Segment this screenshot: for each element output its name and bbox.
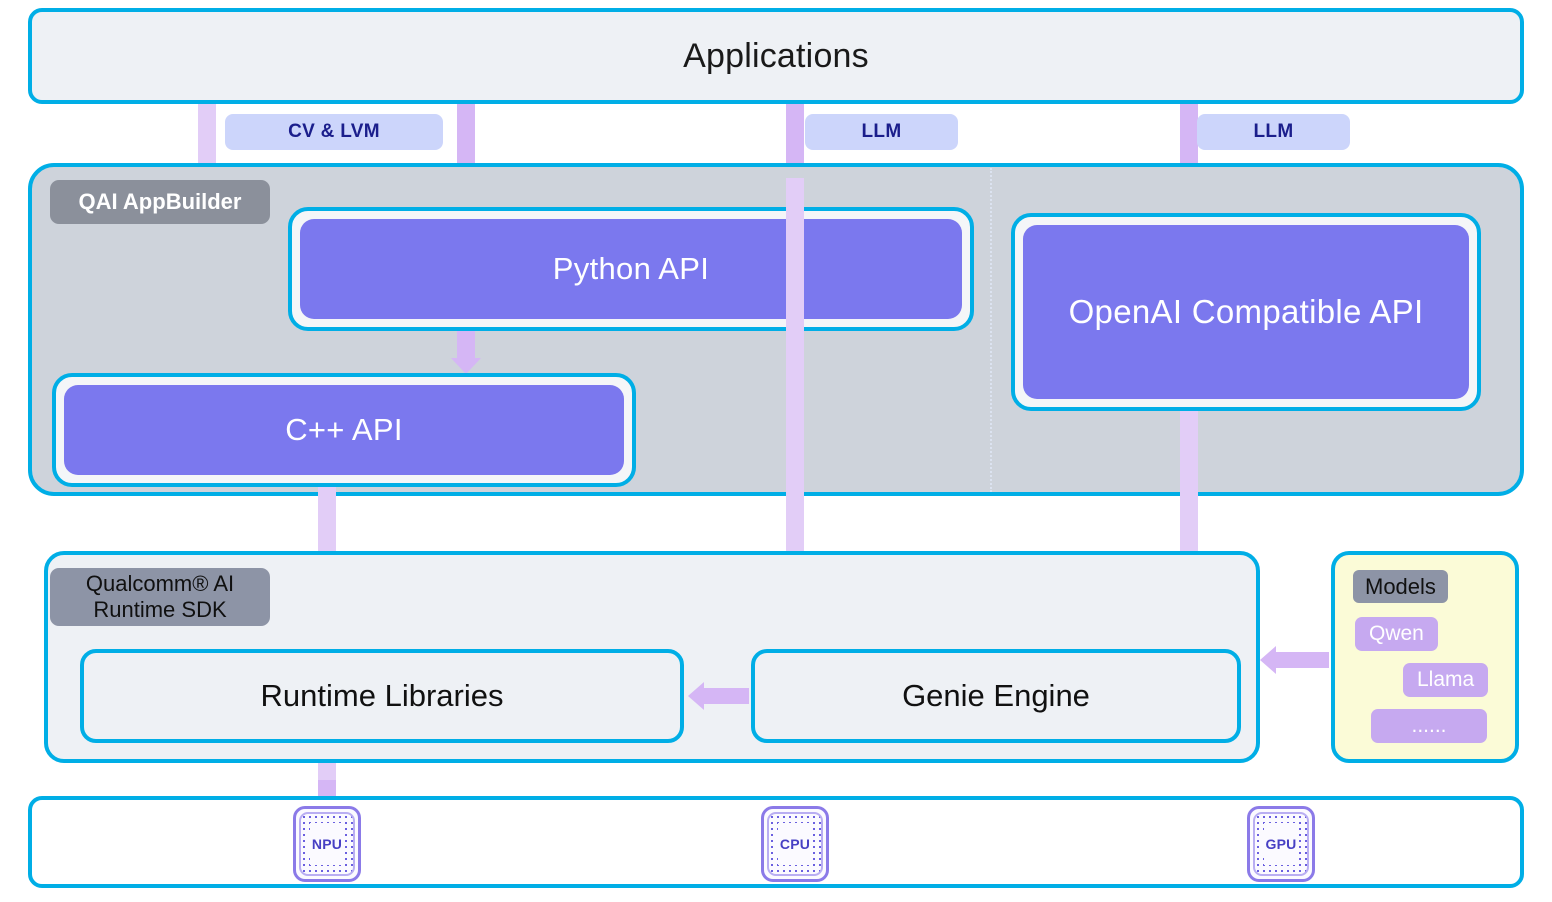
model-chip-llama-label: Llama [1417,668,1475,691]
runtime-sdk-section-label-line2: Runtime SDK [93,597,227,622]
appbuilder-panel-divider [990,168,992,492]
applications-label: Applications [683,36,869,75]
openai-compatible-api-box[interactable]: OpenAI Compatible API [1011,213,1481,411]
python-api-box[interactable]: Python API [288,207,974,331]
python-api-label: Python API [552,251,710,286]
qai-appbuilder-section-label-text: QAI AppBuilder [78,189,242,215]
tag-llm-python: LLM [805,114,958,150]
cpp-api-label: C++ API [285,412,403,447]
openai-compatible-api-core: OpenAI Compatible API [1023,225,1469,399]
runtime-sdk-section-label-line1: Qualcomm® AI [85,571,235,597]
cpp-api-box[interactable]: C++ API [52,373,636,487]
gpu-chip-icon: GPU [1247,806,1315,882]
runtime-sdk-section-label: Qualcomm® AI Runtime SDK [50,568,270,626]
openai-compatible-api-label: OpenAI Compatible API [1068,293,1424,330]
python-api-core: Python API [300,219,962,319]
npu-chip-grid: NPU [299,812,355,876]
applications-layer: Applications [28,8,1524,104]
models-title-text: Models [1365,573,1436,599]
models-title: Models [1353,570,1448,603]
arrow-python-to-genie-shaft [786,178,804,608]
tag-cv-lvm: CV & LVM [225,114,443,150]
tag-llm-openai: LLM [1197,114,1350,150]
npu-chip-label: NPU [308,834,346,854]
arrow-python-api-to-cpp-api [457,331,475,359]
model-chip-llama[interactable]: Llama [1403,663,1489,697]
arrow-applications-to-genie-upper [786,104,804,178]
arrow-applications-to-python-api [457,104,475,178]
qai-appbuilder-section-label: QAI AppBuilder [50,180,270,224]
model-chip-qwen-label: Qwen [1369,622,1424,645]
model-chip-more[interactable]: ...... [1371,709,1487,743]
cpu-chip-label: CPU [776,834,814,854]
gpu-chip-label: GPU [1262,834,1300,854]
arrow-models-to-genie-engine [1275,652,1329,668]
runtime-libraries-box[interactable]: Runtime Libraries [80,649,684,743]
npu-chip-icon: NPU [293,806,361,882]
tag-llm-python-label: LLM [861,121,902,142]
genie-engine-label: Genie Engine [902,678,1090,713]
genie-engine-box[interactable]: Genie Engine [751,649,1241,743]
arrow-applications-to-openai-api [1180,104,1198,178]
gpu-chip-grid: GPU [1253,812,1309,876]
model-chip-qwen[interactable]: Qwen [1355,617,1438,651]
cpu-chip-icon: CPU [761,806,829,882]
cpp-api-core: C++ API [64,385,624,475]
runtime-libraries-label: Runtime Libraries [260,678,504,713]
model-chip-more-label: ...... [1411,714,1447,737]
cpu-chip-grid: CPU [767,812,823,876]
models-card: Models Qwen Llama ...... [1331,551,1519,763]
arrow-genie-engine-to-runtime-libraries [703,688,749,704]
tag-cv-lvm-label: CV & LVM [288,121,380,142]
tag-llm-openai-label: LLM [1253,121,1294,142]
